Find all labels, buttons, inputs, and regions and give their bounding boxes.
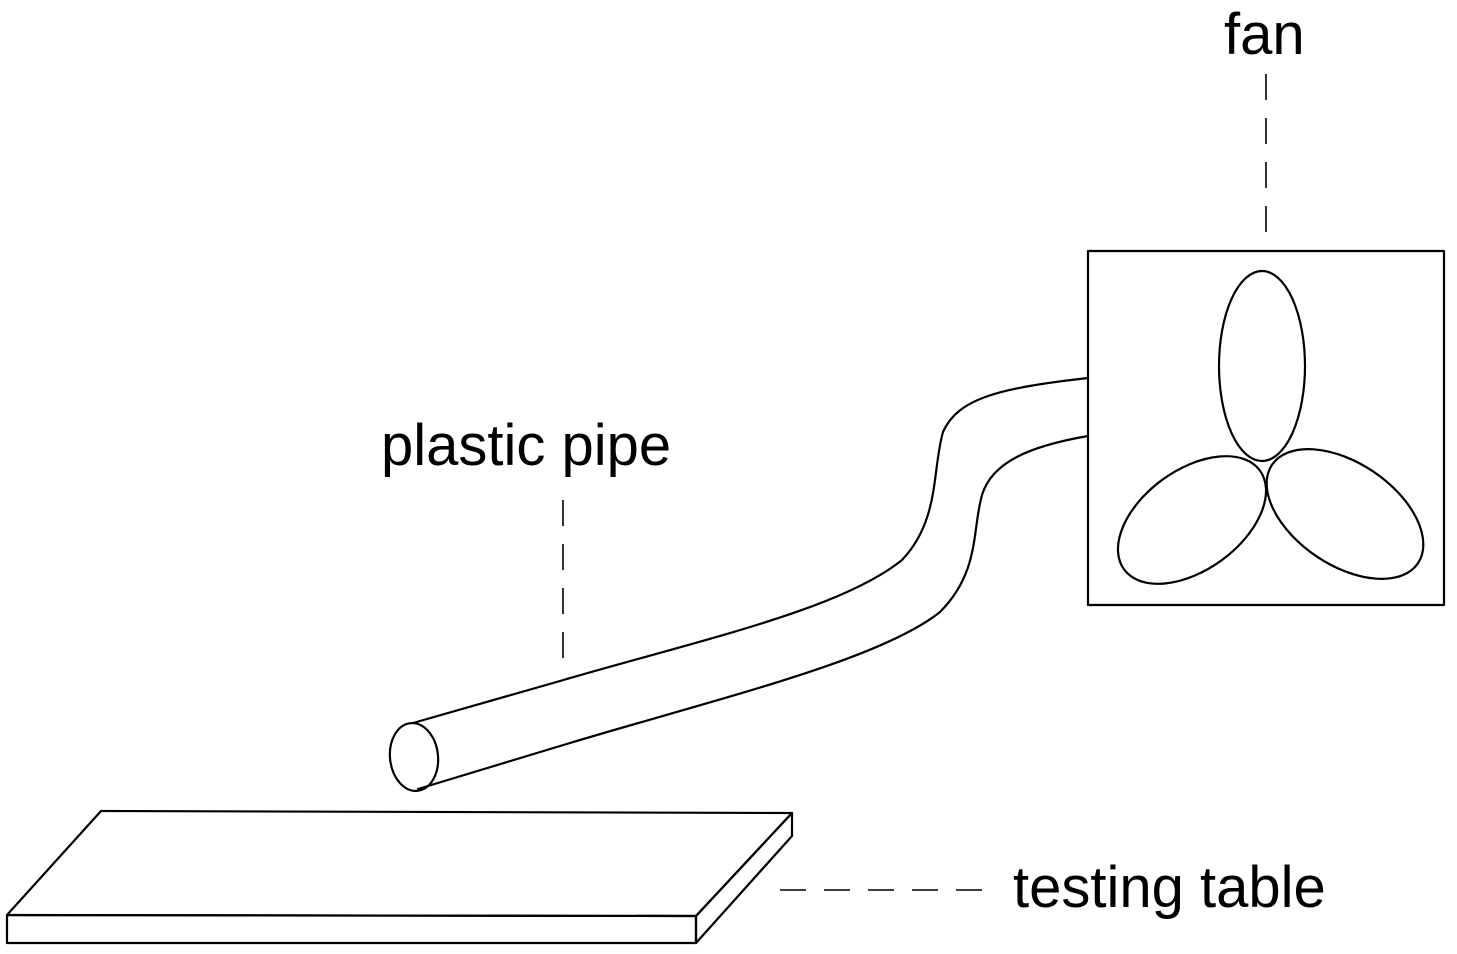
pipe-upper-edge: [411, 376, 1090, 725]
testing-table: [5, 809, 794, 945]
testing-table-label: testing table: [1013, 855, 1326, 920]
table-side-face: [694, 811, 794, 945]
fan-blade-right: [1265, 448, 1425, 580]
fan-label: fan: [1224, 2, 1305, 67]
plastic-pipe-label: plastic pipe: [381, 413, 671, 478]
fan-blade-top: [1217, 269, 1307, 463]
pipe-lower-edge: [416, 434, 1090, 791]
pipe-opening: [388, 721, 440, 793]
fan-housing: [1086, 249, 1446, 607]
plastic-pipe: [388, 376, 1090, 793]
table-top: [5, 809, 794, 918]
fan-blade-left: [1116, 455, 1268, 585]
table-front-face: [5, 913, 698, 945]
fan: [1086, 249, 1446, 607]
